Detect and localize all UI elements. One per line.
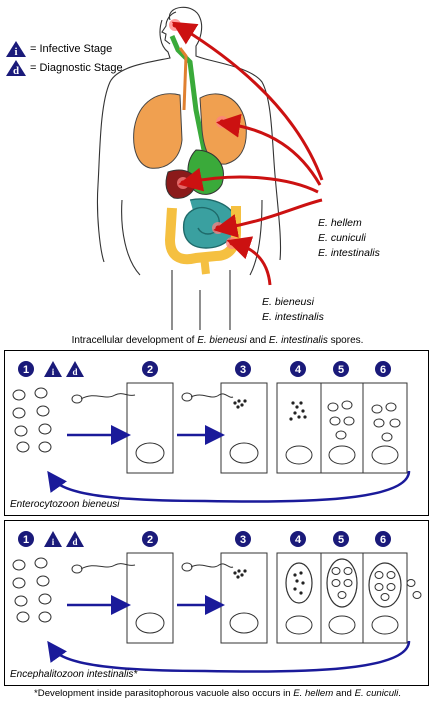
left-lung — [133, 93, 183, 169]
host-cells — [126, 552, 408, 644]
arrow-to-intestine-2 — [226, 236, 272, 286]
arrow-to-intestine-1 — [213, 198, 323, 238]
species-name: E. bieneusi — [262, 296, 314, 308]
step-4-badge: 4 — [295, 364, 302, 376]
svg-text:i: i — [52, 367, 55, 377]
arrow-to-lung — [216, 113, 322, 186]
legend-diagnostic: d = Diagnostic Stage — [5, 59, 123, 77]
svg-text:d: d — [72, 367, 77, 377]
polar-tube — [190, 393, 234, 398]
legend-diagnostic-label: = Diagnostic Stage — [30, 62, 123, 74]
diagnostic-stage-icon — [66, 531, 84, 547]
figure-caption: Intracellular development of E. bieneusi… — [71, 335, 364, 346]
panel-enterocytozoon: 1 i d 2 3 4 5 6 — [4, 350, 429, 516]
panel-2-diagram: 1 i d 2 3 4 5 6 — [12, 531, 422, 673]
arrow-to-nose — [171, 21, 324, 181]
spore-cluster — [12, 557, 52, 623]
panel-1-diagram: 1 i d 2 3 4 5 6 — [12, 361, 411, 503]
arrow-cycle-return — [47, 470, 411, 503]
species-name: E. intestinalis — [262, 311, 324, 323]
step-2-badge: 2 — [147, 364, 153, 376]
spore-cluster — [12, 387, 52, 453]
infective-stage-icon — [44, 531, 62, 547]
svg-text:d: d — [13, 65, 19, 77]
species-list-1: E. hellem E. cuniculi E. intestinalis — [318, 216, 380, 261]
body-outline — [96, 6, 282, 330]
step-3-badge: 3 — [240, 364, 246, 376]
legend-infective-label: = Infective Stage — [30, 43, 113, 55]
diagnostic-stage-icon — [66, 361, 84, 377]
step-2-badge: 2 — [147, 534, 153, 546]
species-name: E. intestinalis — [318, 247, 380, 259]
human-body-figure — [96, 6, 324, 330]
species-list-2: E. bieneusi E. intestinalis — [262, 295, 324, 325]
species-name: E. hellem — [318, 217, 362, 229]
arrow-to-liver — [178, 167, 319, 194]
parasitophorous-vacuole — [285, 558, 402, 608]
svg-text:i: i — [14, 46, 17, 58]
step-3-badge: 3 — [240, 534, 246, 546]
footnote: *Development inside parasitophorous vacu… — [34, 688, 401, 699]
step-6-badge: 6 — [380, 534, 386, 546]
infective-stage-icon: i — [6, 41, 26, 58]
panel-encephalitozoon: 1 i d 2 3 4 5 6 — [4, 520, 429, 686]
diagnostic-stage-icon: d — [6, 60, 26, 77]
step-5-badge: 5 — [338, 364, 344, 376]
step-4-badge: 4 — [295, 534, 302, 546]
step-1-badge: 1 — [23, 364, 29, 376]
polar-tube — [80, 393, 136, 400]
step-5-badge: 5 — [338, 534, 344, 546]
arrow-cycle-return — [47, 640, 411, 673]
svg-text:i: i — [52, 537, 55, 547]
panel-1-label: Enterocytozoon bieneusi — [10, 499, 120, 510]
step-6-badge: 6 — [380, 364, 386, 376]
polar-tube — [190, 563, 234, 568]
step-1-badge: 1 — [23, 534, 29, 546]
species-name: E. cuniculi — [318, 232, 366, 244]
host-cells — [126, 382, 408, 474]
legend-infective: i = Infective Stage — [5, 40, 112, 58]
polar-tube — [80, 563, 136, 570]
svg-text:d: d — [72, 537, 77, 547]
panel-2-label: Encephalitozoon intestinalis* — [10, 669, 138, 680]
infective-stage-icon — [44, 361, 62, 377]
